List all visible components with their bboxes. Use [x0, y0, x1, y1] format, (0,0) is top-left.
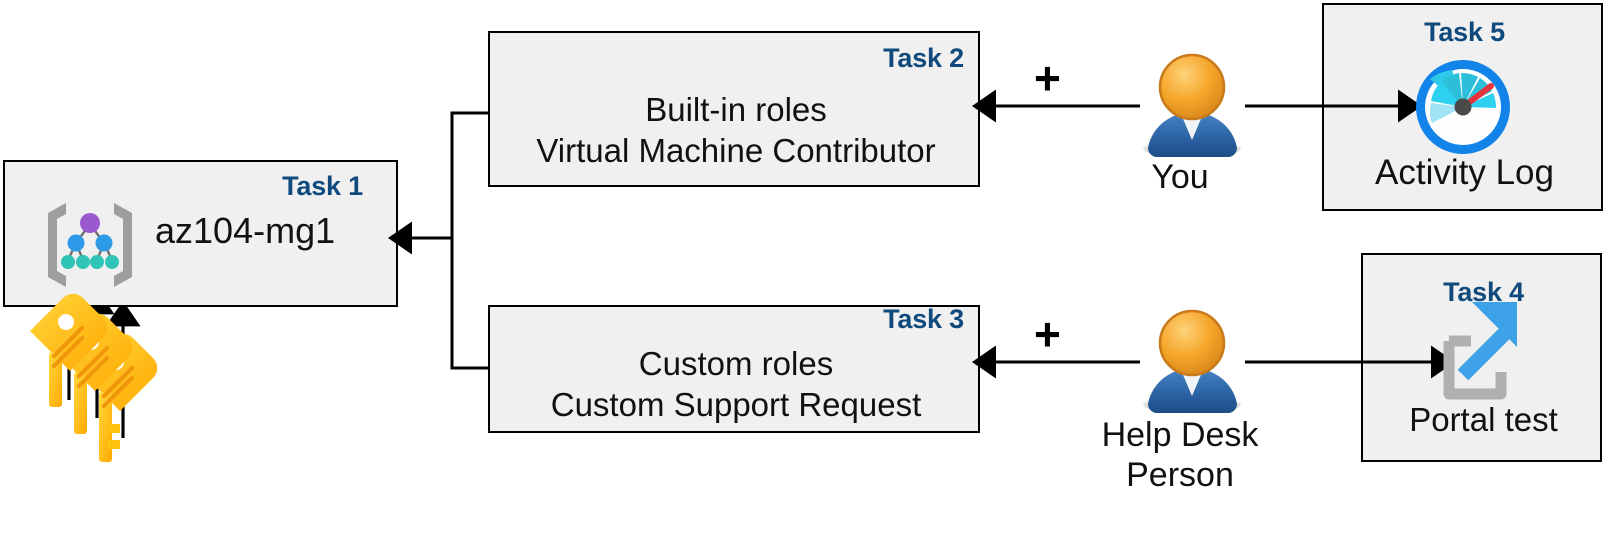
task2-label: Task 2 — [883, 43, 964, 73]
plus-operator-top: + — [1034, 52, 1061, 104]
bracket-connector — [450, 111, 488, 370]
person-icon-help-desk — [1143, 309, 1241, 413]
keys-icon — [30, 293, 158, 462]
external-link-icon — [1443, 302, 1517, 400]
task3-label: Task 3 — [883, 304, 964, 334]
task5-box[interactable]: Task 5 Activity Log — [1322, 3, 1603, 211]
task1-label: Task 1 — [282, 171, 363, 201]
person-icon-you — [1143, 53, 1241, 157]
gauge-icon — [1416, 60, 1510, 154]
task5-label: Task 5 — [1424, 17, 1505, 47]
task5-text: Activity Log — [1375, 153, 1554, 192]
task3-line1: Custom roles — [638, 345, 834, 382]
task2-line2: Virtual Machine Contributor — [536, 132, 936, 169]
management-group-icon — [48, 203, 132, 287]
you-label: You — [1151, 158, 1209, 196]
task4-text: Portal test — [1409, 401, 1558, 438]
task1-text: az104-mg1 — [155, 210, 336, 251]
task1-box[interactable]: Task 1 az104-mg1 — [3, 160, 398, 307]
task3-line2: Custom Support Request — [550, 386, 922, 423]
task2-line1: Built-in roles — [645, 91, 827, 128]
plus-operator-bottom: + — [1034, 308, 1061, 360]
help-desk-label: Help Desk Person — [1101, 416, 1259, 494]
